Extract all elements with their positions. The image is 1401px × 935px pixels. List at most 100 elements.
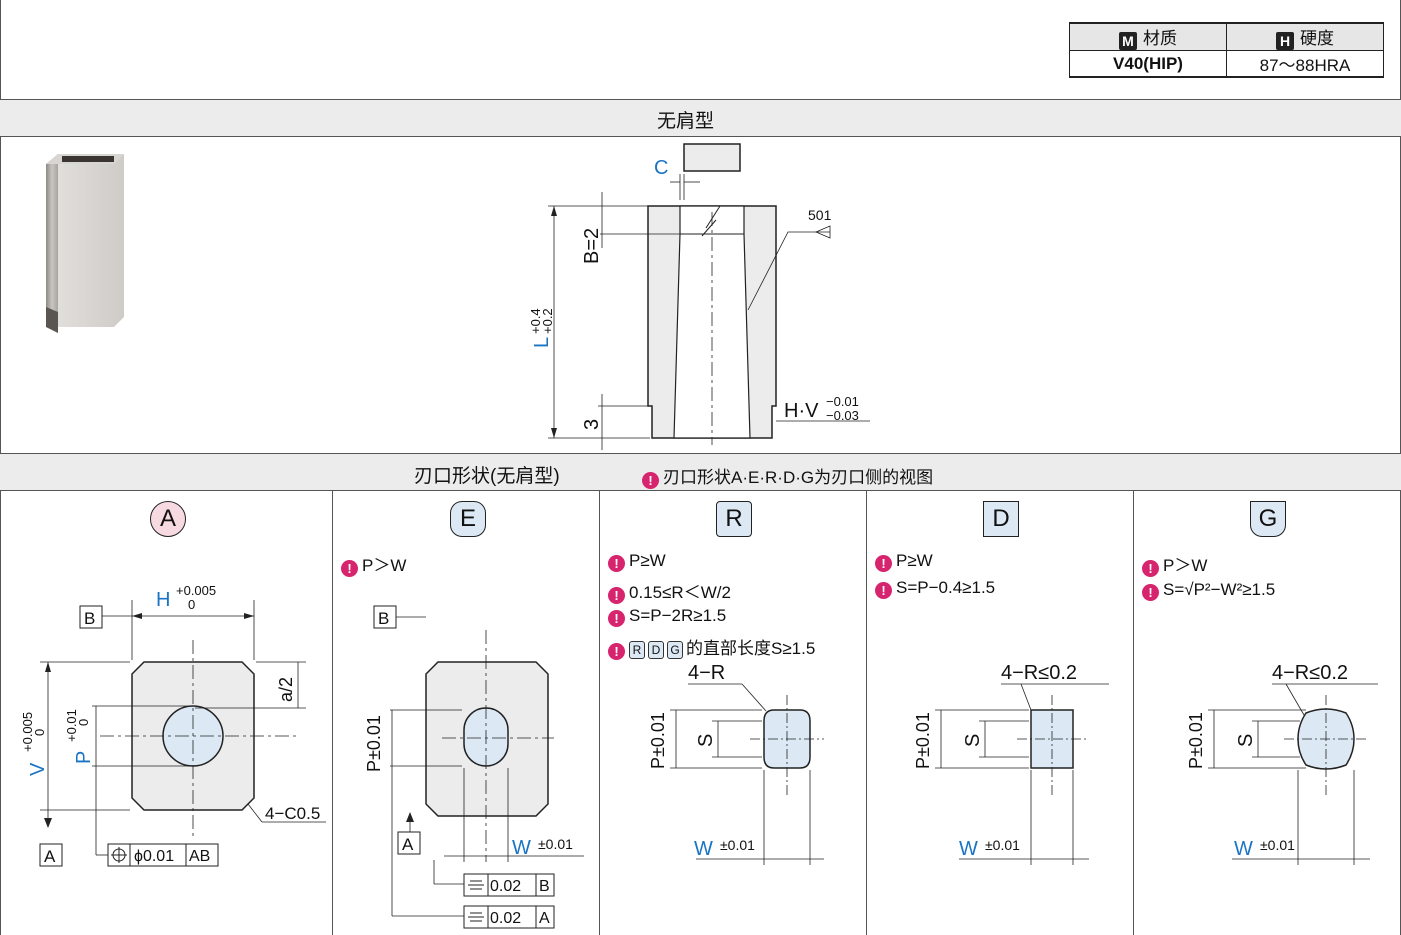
panel-r-badge: R: [716, 501, 752, 537]
tip-icon: !: [875, 582, 892, 599]
tip-icon: !: [608, 587, 625, 604]
datum-e-b: B: [378, 609, 389, 628]
dim-a-position-ref: AB: [189, 848, 210, 865]
dim-r-p: P±0.01: [648, 712, 668, 769]
panel-r-note-3: !S=P−2R≥1.5: [608, 606, 726, 627]
dim-l: L: [531, 337, 553, 348]
panel-e-note-1-text: P＞W: [362, 556, 407, 575]
material-table: M 材质 H 硬度 V40(HIP) 87～88HRA: [1069, 22, 1384, 78]
dim-r-s: S: [695, 734, 717, 747]
dim-d-r: 4−R≤0.2: [1001, 662, 1077, 684]
section-shapes-title: 刃口形状(无肩型): [414, 466, 560, 487]
tip-icon: !: [341, 560, 358, 577]
datum-e-a: A: [402, 835, 414, 854]
section-shapes-note: !刃口形状A·E·R·D·G为刃口侧的视图: [642, 463, 933, 489]
panel-a-badge: A: [150, 501, 186, 537]
panel-r-note-1-text: P≥W: [629, 551, 666, 570]
tip-icon: !: [608, 610, 625, 627]
dim-a-h-tol-upper: +0.005: [176, 583, 216, 598]
section-shapes-band: 刃口形状(无肩型) !刃口形状A·E·R·D·G为刃口侧的视图: [0, 453, 1401, 491]
dim-r-r: 4−R: [688, 662, 725, 684]
panel-r-note-4-text: 的直部长度S≥1.5: [686, 639, 816, 658]
dim-d-w-tol: ±0.01: [985, 837, 1020, 853]
panel-r-note-3-text: S=P−2R≥1.5: [629, 606, 727, 625]
dim-e-p: P±0.01: [364, 715, 384, 772]
dim-d-w: W: [959, 838, 978, 860]
dim-e-sym1-val: 0.02: [490, 878, 521, 895]
panel-r-drawing: 4−R P±0.01 S W ±0.01: [648, 662, 824, 865]
dim-e-w: W: [512, 837, 531, 859]
tip-icon: !: [875, 555, 892, 572]
dim-l-tol-lower: +0.2: [540, 308, 555, 334]
dim-a-h: H: [156, 589, 170, 611]
dim-e-sym2-ref: A: [539, 910, 550, 927]
dim-a-position-tol: ϕ0.01: [134, 848, 174, 865]
material-value: V40(HIP): [1069, 50, 1227, 78]
panel-g-note-2-text: S=√P²−W²≥1.5: [1163, 580, 1276, 599]
mini-badge-g: G: [667, 641, 683, 659]
section-shoulderless-title: 无肩型: [657, 111, 715, 132]
dim-hv: H·V: [784, 400, 819, 422]
shoulderless-drawing: C B=2 L +0.4 +0.2 3 501 H·V −0.01 −0.03: [528, 143, 870, 450]
panel-g-note-1-text: P＞W: [1163, 556, 1208, 575]
panel-r-note-1: !P≥W: [608, 551, 666, 572]
dim-g-s: S: [1235, 734, 1257, 747]
datum-a-b: B: [84, 609, 95, 628]
dim-a-v: V: [27, 762, 49, 776]
panel-d-drawing: 4−R≤0.2 P±0.01 S W ±0.01: [913, 662, 1109, 865]
dim-hv-tol-lower: −0.03: [826, 408, 859, 423]
dim-a-half-a: a/2: [276, 677, 296, 702]
tip-icon: !: [1142, 584, 1159, 601]
dim-a-p-tol-upper: +0.01: [64, 709, 79, 742]
dim-e-w-tol: ±0.01: [538, 836, 573, 852]
dim-e-sym1-ref: B: [539, 878, 550, 895]
tip-icon: !: [1142, 560, 1159, 577]
panel-a-drawing: H +0.005 0 B V +0.005 0 P +0.01 0 a/2 4−…: [20, 583, 326, 867]
dim-r-w: W: [694, 838, 713, 860]
tip-icon: !: [608, 555, 625, 572]
panel-e-drawing: B P±0.01 W ±0.01 A 0.02 B 0.02 A: [364, 605, 584, 929]
dim-e-sym2-val: 0.02: [490, 910, 521, 927]
panel-g-badge: G: [1250, 501, 1286, 537]
dim-g-w: W: [1234, 838, 1253, 860]
dim-l-tol-upper: +0.4: [528, 308, 543, 334]
dim-a-v-tol-upper: +0.005: [20, 712, 35, 752]
dim-b: B=2: [581, 228, 603, 264]
panel-divider-4: [1133, 490, 1134, 935]
dim-d-s: S: [962, 734, 984, 747]
panel-e-badge: E: [450, 501, 486, 537]
dim-g-r: 4−R≤0.2: [1272, 662, 1348, 684]
dim-hv-tol-upper: −0.01: [826, 394, 859, 409]
tip-icon: !: [608, 643, 625, 660]
tip-icon: !: [642, 472, 659, 489]
dim-c: C: [654, 157, 668, 179]
material-letter-icon: M: [1119, 32, 1137, 50]
panel-divider-3: [866, 490, 867, 935]
product-photo: [44, 152, 126, 334]
panel-d-note-1-text: P≥W: [896, 551, 933, 570]
punch-shape: [683, 143, 741, 172]
dim-d-p: P±0.01: [913, 712, 933, 769]
dim-r-w-tol: ±0.01: [720, 837, 755, 853]
hardness-value: 87～88HRA: [1226, 50, 1384, 78]
hardness-header-label: 硬度: [1300, 29, 1334, 48]
dim-g-w-tol: ±0.01: [1260, 837, 1295, 853]
dim-g-p: P±0.01: [1186, 712, 1206, 769]
panel-e-note-1: !P＞W: [341, 551, 406, 577]
material-header-label: 材质: [1143, 29, 1177, 48]
dim-a-p: P: [73, 751, 95, 764]
dim-a-p-tol-lower: 0: [76, 719, 91, 726]
dim-a-h-tol-lower: 0: [188, 597, 195, 612]
panel-r-note-2: !0.15≤R＜W/2: [608, 578, 731, 604]
dim-three: 3: [581, 419, 603, 430]
panel-d-note-2-text: S=P−0.4≥1.5: [896, 578, 996, 597]
panel-g-note-1: !P＞W: [1142, 551, 1207, 577]
datum-a-a: A: [44, 847, 56, 866]
panel-divider-1: [332, 490, 333, 935]
panel-r-note-2-text: 0.15≤R＜W/2: [629, 583, 731, 602]
hardness-letter-icon: H: [1276, 32, 1294, 50]
dim-a-chamfer: 4−C0.5: [265, 804, 320, 823]
mini-badge-d: D: [648, 641, 664, 659]
panel-d-note-1: !P≥W: [875, 551, 933, 572]
